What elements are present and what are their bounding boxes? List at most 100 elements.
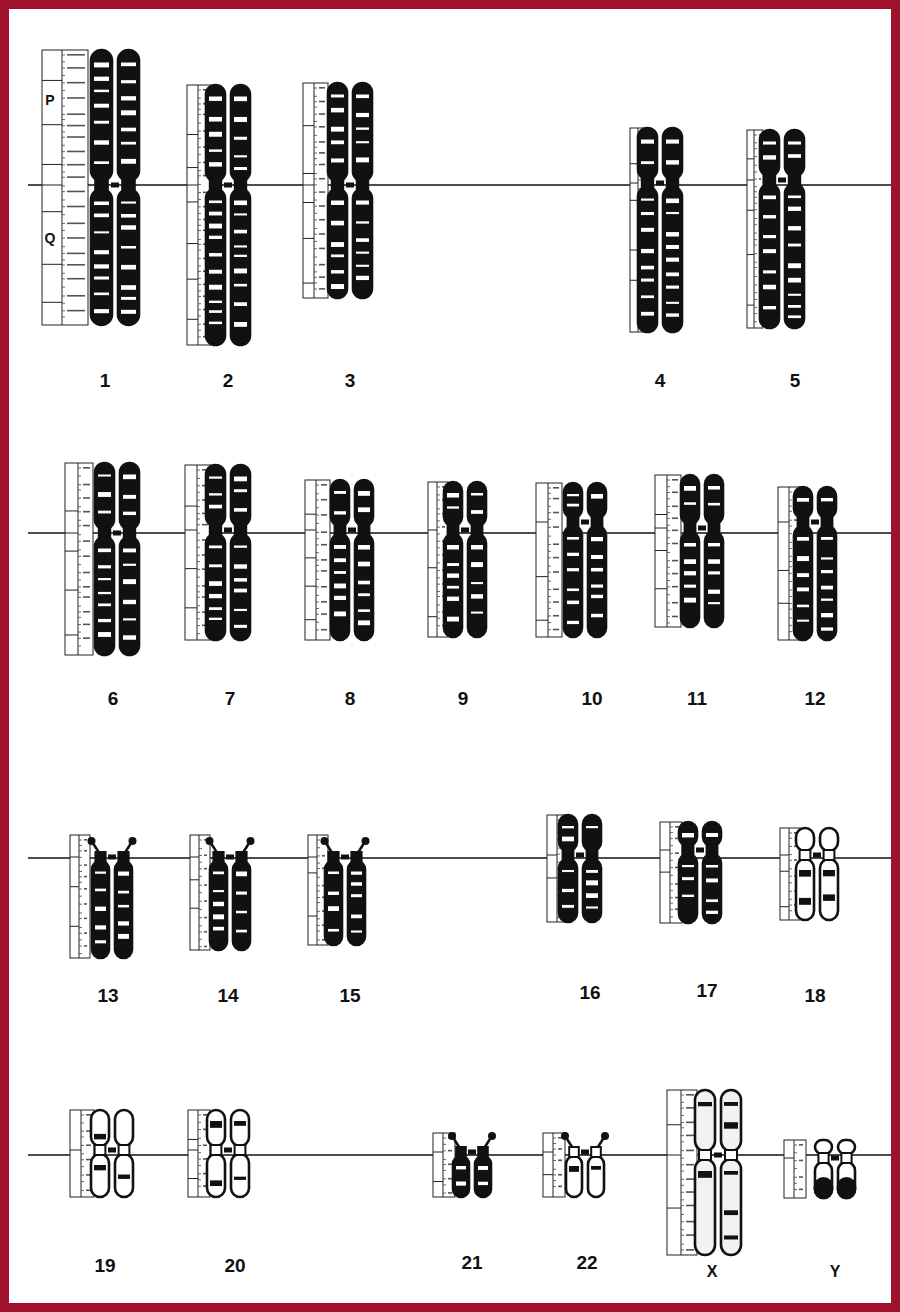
- band-mark: [759, 178, 761, 180]
- centromere: [818, 1153, 828, 1163]
- chromosome-band: [118, 934, 129, 939]
- chromatid-arm: [663, 128, 682, 179]
- region-divider: [65, 510, 78, 511]
- chromosome-band: [213, 927, 224, 931]
- centromere: [707, 845, 718, 855]
- band-tick: [78, 476, 81, 477]
- chromosome-band: [234, 578, 247, 582]
- band-mark: [553, 526, 559, 528]
- chromosome-band: [331, 140, 344, 144]
- chromosome-band: [684, 543, 696, 547]
- chromatid-arm: [815, 1162, 832, 1198]
- chromosome-band: [121, 80, 136, 83]
- centromere: [328, 852, 338, 862]
- band-tick: [789, 617, 792, 618]
- chromosome-band: [471, 545, 483, 549]
- chromosome-band: [213, 914, 224, 919]
- band-tick: [437, 618, 440, 619]
- chromatid-arm: [231, 1154, 249, 1197]
- band-tick: [198, 1115, 201, 1116]
- scale-box: [42, 50, 88, 325]
- band-tick: [670, 867, 673, 868]
- chromosome-band: [562, 826, 574, 828]
- chromosome-band: [331, 158, 344, 162]
- chromatid-arm: [705, 475, 723, 524]
- band-tick: [443, 1178, 446, 1179]
- band-tick: [198, 154, 201, 155]
- centromere: [456, 1147, 466, 1157]
- chromosome-band: [684, 585, 696, 588]
- band-tick: [681, 1141, 684, 1142]
- band-tick: [443, 1159, 446, 1160]
- chromosome-band: [94, 309, 109, 313]
- chromosome-band: [94, 104, 109, 108]
- band-tick: [198, 199, 201, 200]
- region-divider: [778, 570, 789, 571]
- band-mark: [672, 530, 678, 532]
- chromosome-band: [234, 508, 247, 512]
- chromosome-pair: [780, 828, 838, 920]
- region-divider: [70, 926, 79, 927]
- chromosome-band: [95, 925, 106, 929]
- band-tick: [198, 219, 201, 220]
- region-divider: [543, 1152, 553, 1153]
- satellite: [321, 837, 329, 845]
- chromosome-band: [447, 506, 459, 508]
- region-divider: [303, 238, 314, 239]
- centromere: [841, 1153, 851, 1163]
- chromatid-arm: [588, 1156, 604, 1197]
- band-tick: [789, 603, 792, 604]
- satellite: [488, 1132, 496, 1140]
- band-mark: [553, 615, 559, 617]
- chromosome-band: [567, 588, 579, 591]
- region-divider: [747, 254, 754, 255]
- centromere: [118, 852, 128, 862]
- chromosome-pair: [778, 487, 836, 640]
- centromere-joint: [341, 855, 349, 860]
- centromere: [359, 525, 370, 535]
- chromosome-band: [562, 905, 574, 908]
- chromosome-band: [209, 607, 222, 610]
- chromosome-band: [236, 872, 247, 877]
- band-tick: [79, 896, 82, 897]
- chromosome-band: [98, 549, 111, 553]
- chromosome-number: 16: [579, 983, 600, 1002]
- chromosome-band: [98, 511, 111, 514]
- band-tick: [314, 147, 317, 148]
- band-mark: [675, 852, 679, 854]
- chromosome-band: [209, 505, 222, 509]
- band-tick: [548, 519, 551, 520]
- band-tick: [437, 562, 440, 563]
- centromere: [335, 525, 346, 535]
- region-divider: [747, 210, 754, 211]
- chromosome-number: 1: [100, 371, 111, 390]
- region-divider: [188, 1150, 198, 1151]
- band-tick: [81, 1190, 84, 1191]
- chromatid-arm: [663, 187, 682, 332]
- band-tick: [314, 213, 317, 214]
- scale-divider: [437, 482, 438, 637]
- chromosome-number: 14: [217, 986, 238, 1005]
- band-mark: [67, 191, 85, 193]
- band-tick: [198, 1145, 201, 1146]
- band-mark: [321, 586, 327, 588]
- centromere: [351, 852, 361, 862]
- band-mark: [319, 164, 325, 166]
- chromosome-band: [209, 546, 222, 549]
- band-mark: [799, 1189, 803, 1191]
- band-tick: [437, 554, 440, 555]
- chromosome-band: [356, 127, 369, 129]
- band-tick: [62, 253, 65, 254]
- scale-divider: [197, 465, 198, 640]
- scale-divider: [314, 83, 315, 298]
- chromosome-band: [118, 921, 129, 925]
- chromosome-number: 22: [576, 1253, 597, 1272]
- band-tick: [198, 316, 201, 317]
- region-divider: [303, 202, 314, 203]
- chromosome-pair: [188, 1110, 249, 1197]
- band-tick: [79, 845, 82, 846]
- region-divider: [70, 1150, 81, 1151]
- chromosome-band: [591, 614, 603, 617]
- band-mark: [448, 1163, 452, 1165]
- centromere: [119, 1145, 130, 1155]
